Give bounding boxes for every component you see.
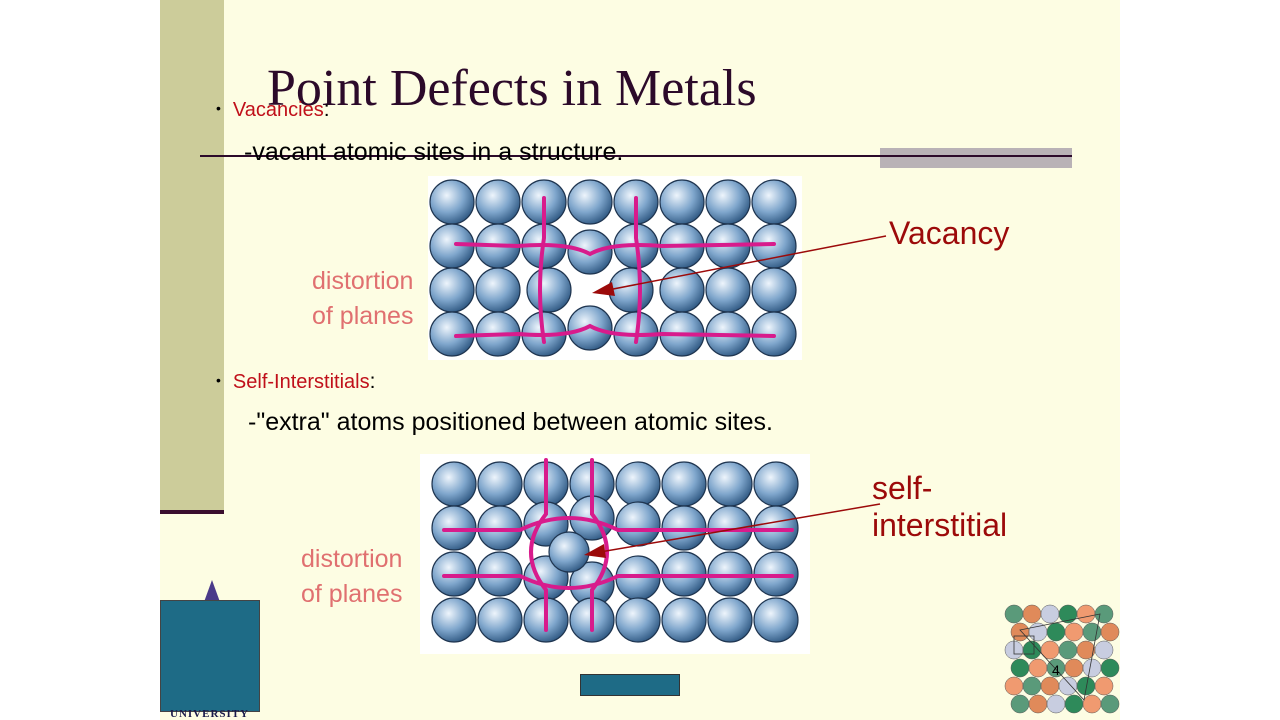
bullet-dot: • (216, 100, 221, 116)
atom (526, 267, 572, 313)
slide-title: Point Defects in Metals (267, 60, 757, 117)
crystal-outline (1019, 613, 1101, 701)
vacancy-distortion-line2: of planes (312, 302, 414, 330)
bullet-label-vacancies: Vacancies (232, 99, 324, 121)
logo-crest (160, 600, 260, 712)
interstitial-distortion-line2: of planes (301, 580, 403, 608)
atom (475, 267, 521, 313)
atom (753, 597, 799, 643)
atom (707, 597, 753, 643)
atom (659, 179, 705, 225)
crystal-unit-cell (1013, 635, 1035, 655)
lattice-plane-line (442, 574, 794, 590)
university-logo: UNIVERSITY (160, 580, 260, 720)
crystal-atom (1082, 658, 1102, 678)
atom (751, 179, 797, 225)
lattice-plane-line (454, 323, 776, 338)
lattice-plane-line (634, 196, 642, 344)
accent-side-bar (160, 0, 224, 512)
interstitial-atom (548, 531, 590, 573)
crystal-atom (1046, 622, 1066, 642)
lattice-plane-line (442, 516, 794, 532)
slide: Point Defects in Metals • Vacancies: -vac… (160, 0, 1120, 720)
interstitial-callout: self- interstitial (872, 470, 1007, 544)
crystal-atom (1058, 676, 1078, 696)
logo-text: UNIVERSITY (170, 708, 250, 720)
atom (429, 179, 475, 225)
crystal-atom (1022, 676, 1042, 696)
atom (705, 179, 751, 225)
atom (431, 597, 477, 643)
interstitial-callout-line1: self- (872, 470, 933, 506)
bullet-dot: • (216, 372, 221, 388)
interstitial-callout-line2: interstitial (872, 507, 1008, 543)
atom (567, 179, 613, 225)
crystal-atom (1082, 622, 1102, 642)
lattice-plane-line (590, 458, 609, 632)
bullet-label-self-interstitials: Self-Interstitials (232, 371, 370, 393)
atom (661, 597, 707, 643)
crystal-atom (1028, 622, 1048, 642)
interstitial-pointer-arrow (584, 503, 881, 558)
bullet-colon: : (369, 370, 376, 393)
crystal-atom (1010, 694, 1030, 714)
interstitials-description: -"extra" atoms positioned between atomic… (248, 408, 773, 436)
bullet-colon: : (323, 98, 330, 121)
crystal-atom (1094, 640, 1114, 660)
vacancy-distortion-line1: distortion (312, 267, 414, 295)
lattice-plane-line (538, 196, 546, 344)
crystal-atom (1028, 658, 1048, 678)
atom (477, 461, 523, 507)
crystal-atom (1040, 676, 1060, 696)
crystal-atom (1004, 676, 1024, 696)
page-number: 4 (1052, 662, 1060, 678)
lattice-plane-line (454, 242, 776, 257)
vacancies-description: -vacant atomic sites in a structure. (244, 138, 624, 166)
crystal-atom (1100, 694, 1120, 714)
title-rule-accent (880, 148, 1072, 168)
footer-box (580, 674, 680, 696)
crystal-atom (1082, 694, 1102, 714)
atom (615, 597, 661, 643)
atom (431, 461, 477, 507)
atom (477, 597, 523, 643)
atom (475, 179, 521, 225)
crystal-atom (1064, 694, 1084, 714)
vacancy-pointer-arrow (592, 235, 887, 296)
crystal-atom (1094, 604, 1114, 624)
crystal-atom (1064, 622, 1084, 642)
crystal-atom (1094, 676, 1114, 696)
interstitial-distortion-label: distortion of planes (301, 542, 402, 612)
crystal-atom (1064, 658, 1084, 678)
crystal-atom (1076, 604, 1096, 624)
vacancy-figure (428, 176, 802, 360)
crystal-atom (1076, 676, 1096, 696)
crystal-atom (1040, 604, 1060, 624)
crystal-atom (1058, 640, 1078, 660)
logo-spire-icon (204, 580, 220, 602)
crystal-atom (1100, 622, 1120, 642)
crystal-atom (1022, 604, 1042, 624)
vacancy-callout: Vacancy (889, 215, 1010, 251)
crystal-atom (1100, 658, 1120, 678)
crystal-atom (1004, 604, 1024, 624)
lattice-plane-line (529, 458, 548, 632)
bullet-vacancies: • Vacancies: (216, 98, 330, 122)
crystal-atom (1046, 694, 1066, 714)
bullet-self-interstitials: • Self-Interstitials: (216, 370, 375, 394)
atom (429, 267, 475, 313)
crystal-atom (1028, 694, 1048, 714)
vacancy-distortion-label: distortion of planes (312, 264, 413, 334)
title-rule (200, 155, 1072, 157)
crystal-structure-icon (1004, 604, 1120, 714)
interstitial-distortion-line1: distortion (301, 545, 403, 573)
crystal-atom (1010, 658, 1030, 678)
interstitial-figure (420, 454, 810, 654)
accent-side-bar-underline (160, 510, 224, 514)
vacancy-lattice-diagram (429, 179, 797, 357)
